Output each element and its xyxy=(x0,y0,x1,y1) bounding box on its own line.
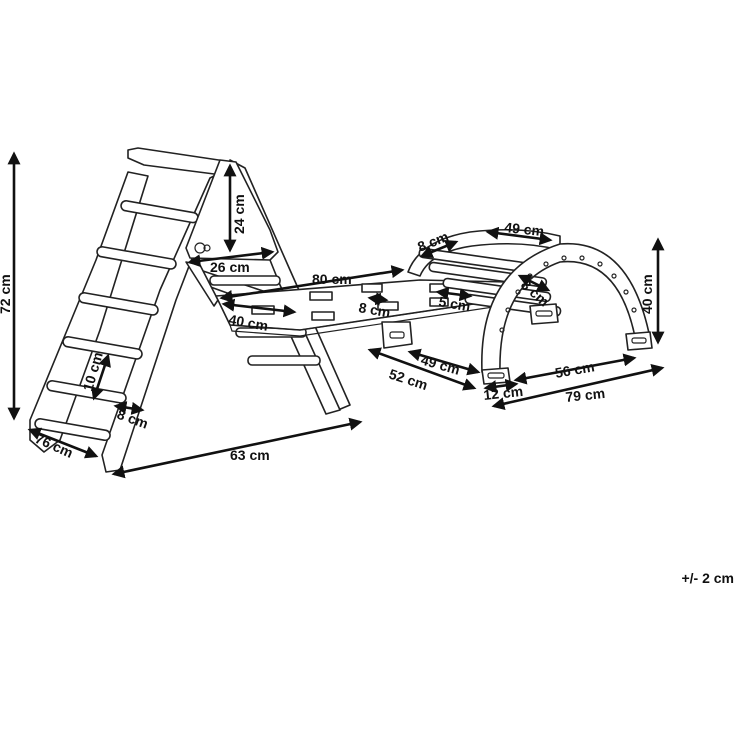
triangle-climber xyxy=(29,147,351,473)
label-49-base: 49 cm xyxy=(419,352,462,378)
arrow-49-top xyxy=(485,226,553,246)
label-5: 5 cm xyxy=(437,293,471,314)
label-49-top: 49 cm xyxy=(504,219,545,239)
arrow-80 xyxy=(219,265,405,303)
arrow-8-rung xyxy=(113,401,145,415)
label-8-slot: 8 cm xyxy=(357,299,391,320)
arrow-40-board xyxy=(221,298,297,318)
label-79: 79 cm xyxy=(565,385,606,405)
label-12: 12 cm xyxy=(483,383,524,403)
label-24: 24 cm xyxy=(231,194,247,234)
tolerance-note: +/- 2 cm xyxy=(681,570,734,586)
label-40-arch: 40 cm xyxy=(639,274,655,314)
label-72: 72 cm xyxy=(0,274,13,314)
arrow-5 xyxy=(435,286,473,302)
arch-foot-mid xyxy=(529,303,559,325)
label-40-board: 40 cm xyxy=(227,311,269,334)
label-63: 63 cm xyxy=(230,447,270,463)
arrow-26 xyxy=(187,246,275,268)
arch-foot-right xyxy=(625,331,653,351)
board-hook-left xyxy=(381,321,413,349)
arrow-63 xyxy=(111,417,363,479)
arrow-8-arch xyxy=(419,239,459,259)
arrow-8-arch-b xyxy=(517,274,551,292)
label-80: 80 cm xyxy=(312,271,352,287)
arch-foot-left xyxy=(481,367,511,385)
arrow-79 xyxy=(491,363,665,411)
label-56: 56 cm xyxy=(554,358,596,381)
label-26: 26 cm xyxy=(210,259,250,275)
arrow-8-slot xyxy=(367,292,389,306)
arrow-76 xyxy=(27,427,99,459)
arrow-52 xyxy=(367,347,477,391)
arch-holes xyxy=(499,255,637,333)
arrow-10 xyxy=(91,353,111,401)
dimension-arrows xyxy=(7,151,665,479)
